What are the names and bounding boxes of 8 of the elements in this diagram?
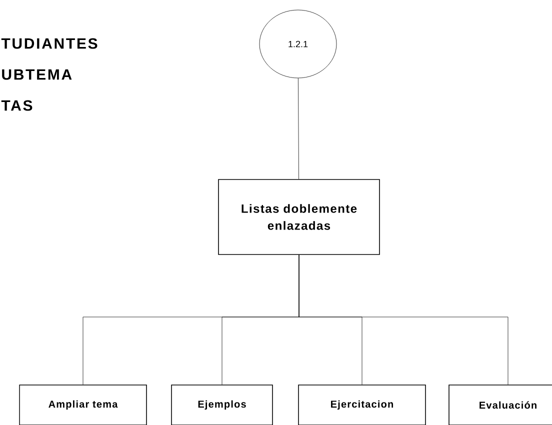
- connector-line: [298, 78, 299, 180]
- process-box: Listas doblemente enlazadas: [218, 179, 380, 255]
- connector-line: [298, 254, 508, 385]
- heading: TUDIANTES UBTEMA TAS: [1, 38, 98, 111]
- process-box: Evaluación: [448, 384, 552, 425]
- process-box: Ampliar tema: [19, 384, 147, 425]
- process-box: Ejemplos: [171, 384, 273, 425]
- process-box: Ejercitacion: [298, 384, 426, 425]
